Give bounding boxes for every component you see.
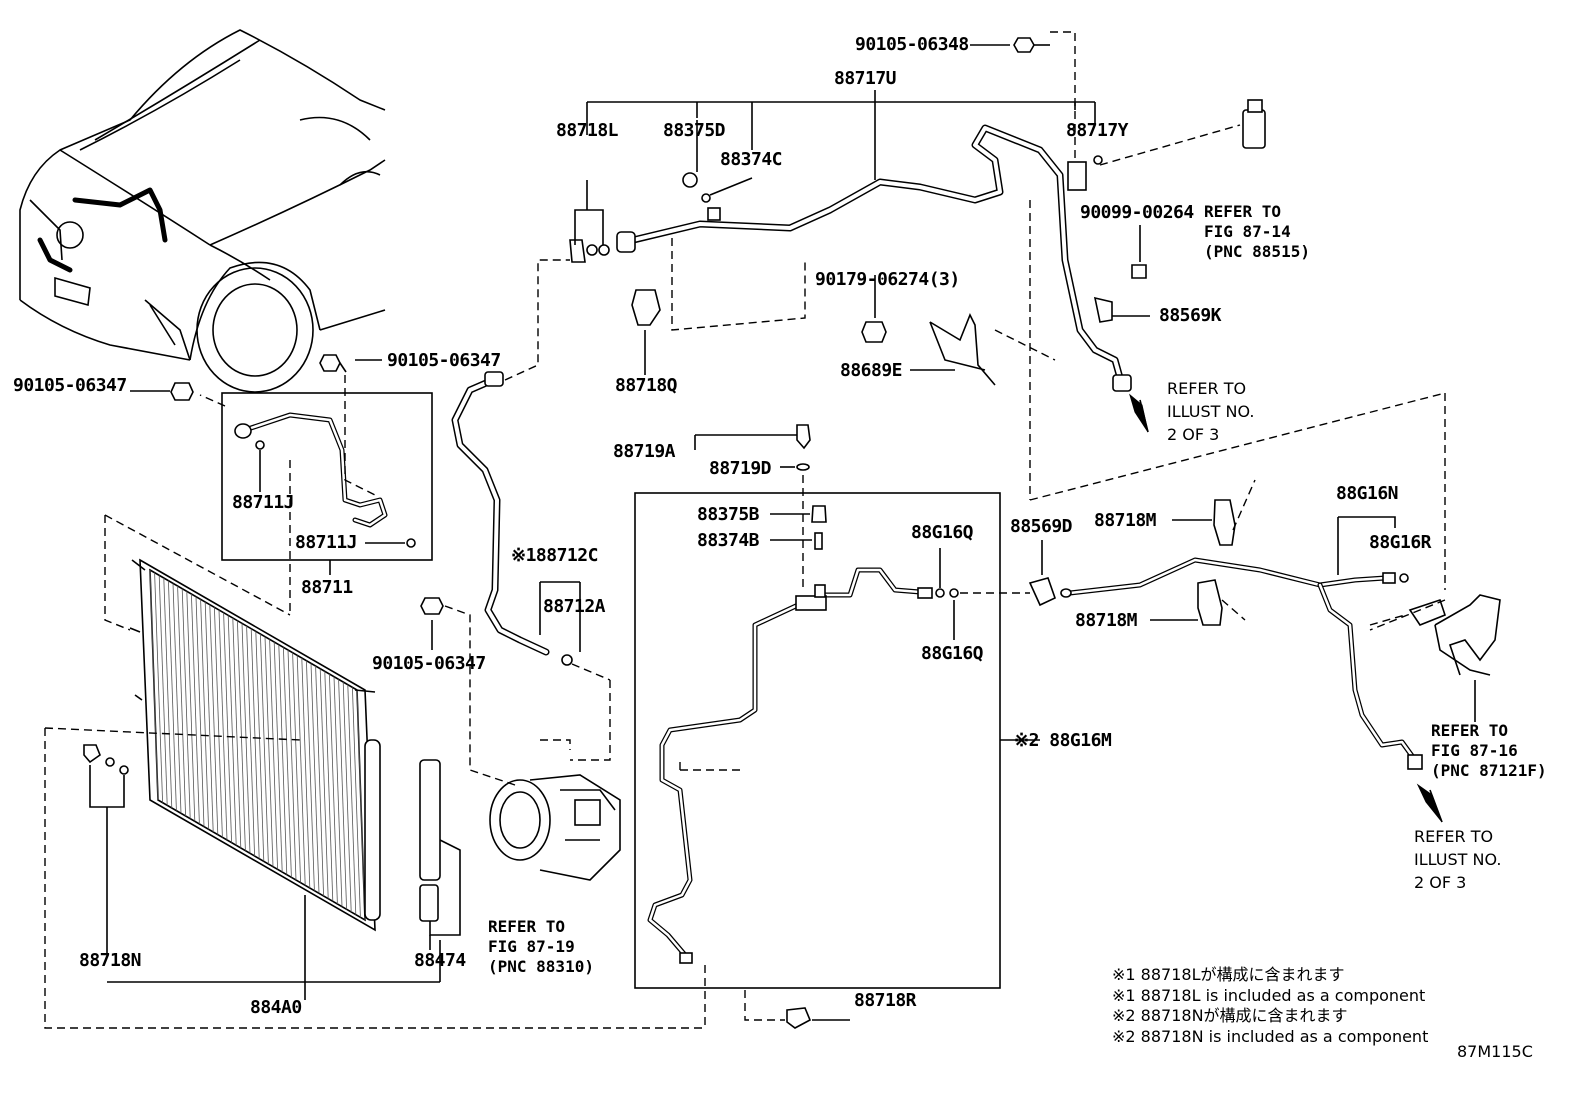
refer-illust-top: REFER TO ILLUST NO. 2 OF 3 [1167,379,1255,444]
refer-fig-87-19: REFER TO FIG 87-19 (PNC 88310) [488,917,594,976]
footnote-1-ja: ※1 88718Lが構成に含まれます [1112,965,1345,984]
part-label-88718M-upper: 88718M [1094,510,1157,531]
part-label-88374C: 88374C [720,149,783,170]
part-label-88G16R: 88G16R [1369,532,1432,553]
footnote-1-en: ※1 88718L is included as a component [1112,986,1426,1005]
part-label-88G16M: ※2 88G16M [1014,730,1112,751]
part-label-88719D: 88719D [709,458,772,479]
refer-fig-87-16: REFER TO FIG 87-16 (PNC 87121F) [1431,721,1547,780]
part-label-90105-06347-lower: 90105-06347 [372,653,486,674]
part-label-88G16Q-lower: 88G16Q [921,643,984,664]
part-label-88717Y: 88717Y [1066,120,1129,141]
part-label-88375B: 88375B [697,504,760,525]
part-label-88718M-lower: 88718M [1075,610,1138,631]
condenser [129,558,381,932]
footnote-2-en: ※2 88718N is included as a component [1112,1027,1429,1046]
vehicle-sketch [19,29,386,393]
part-label-88569D: 88569D [1010,516,1073,537]
part-label-884A0: 884A0 [250,997,302,1018]
part-label-88719A: 88719A [613,441,676,462]
footnote-2-ja: ※2 88718Nが構成に含まれます [1112,1006,1348,1025]
part-label-90179-06274: 90179-06274(3) [815,269,960,290]
part-label-88718Q: 88718Q [615,375,678,396]
refer-illust-bottom: REFER TO ILLUST NO. 2 OF 3 [1414,827,1502,892]
part-label-90105-06347-top: 90105-06347 [387,350,501,371]
part-label-88374B: 88374B [697,530,760,551]
part-label-88711J-lower: 88711J [295,532,358,553]
part-label-88375D: 88375D [663,120,726,141]
part-label-88711J-upper: 88711J [232,492,295,513]
part-label-88717U: 88717U [834,68,897,89]
part-label-88718R: 88718R [854,990,917,1011]
part-label-88711: 88711 [301,577,353,598]
part-label-88474: 88474 [414,950,466,971]
figure-code: 87M115C [1457,1042,1533,1061]
part-label-88712A: 88712A [543,596,606,617]
compressor-sketch [489,774,621,881]
part-label-88718N: 88718N [79,950,142,971]
part-label-88569K: 88569K [1159,305,1222,326]
part-label-88G16N: 88G16N [1336,483,1399,504]
part-label-90105-06347-left: 90105-06347 [13,375,127,396]
part-label-88712C: ※188712C [511,545,598,566]
part-label-88718L: 88718L [556,120,619,141]
part-label-90105-06348: 90105-06348 [855,34,969,55]
part-label-88G16Q-upper: 88G16Q [911,522,974,543]
refer-fig-87-14: REFER TO FIG 87-14 (PNC 88515) [1204,202,1310,261]
part-label-90099-00264: 90099-00264 [1080,202,1194,223]
part-label-88689E: 88689E [840,360,903,381]
